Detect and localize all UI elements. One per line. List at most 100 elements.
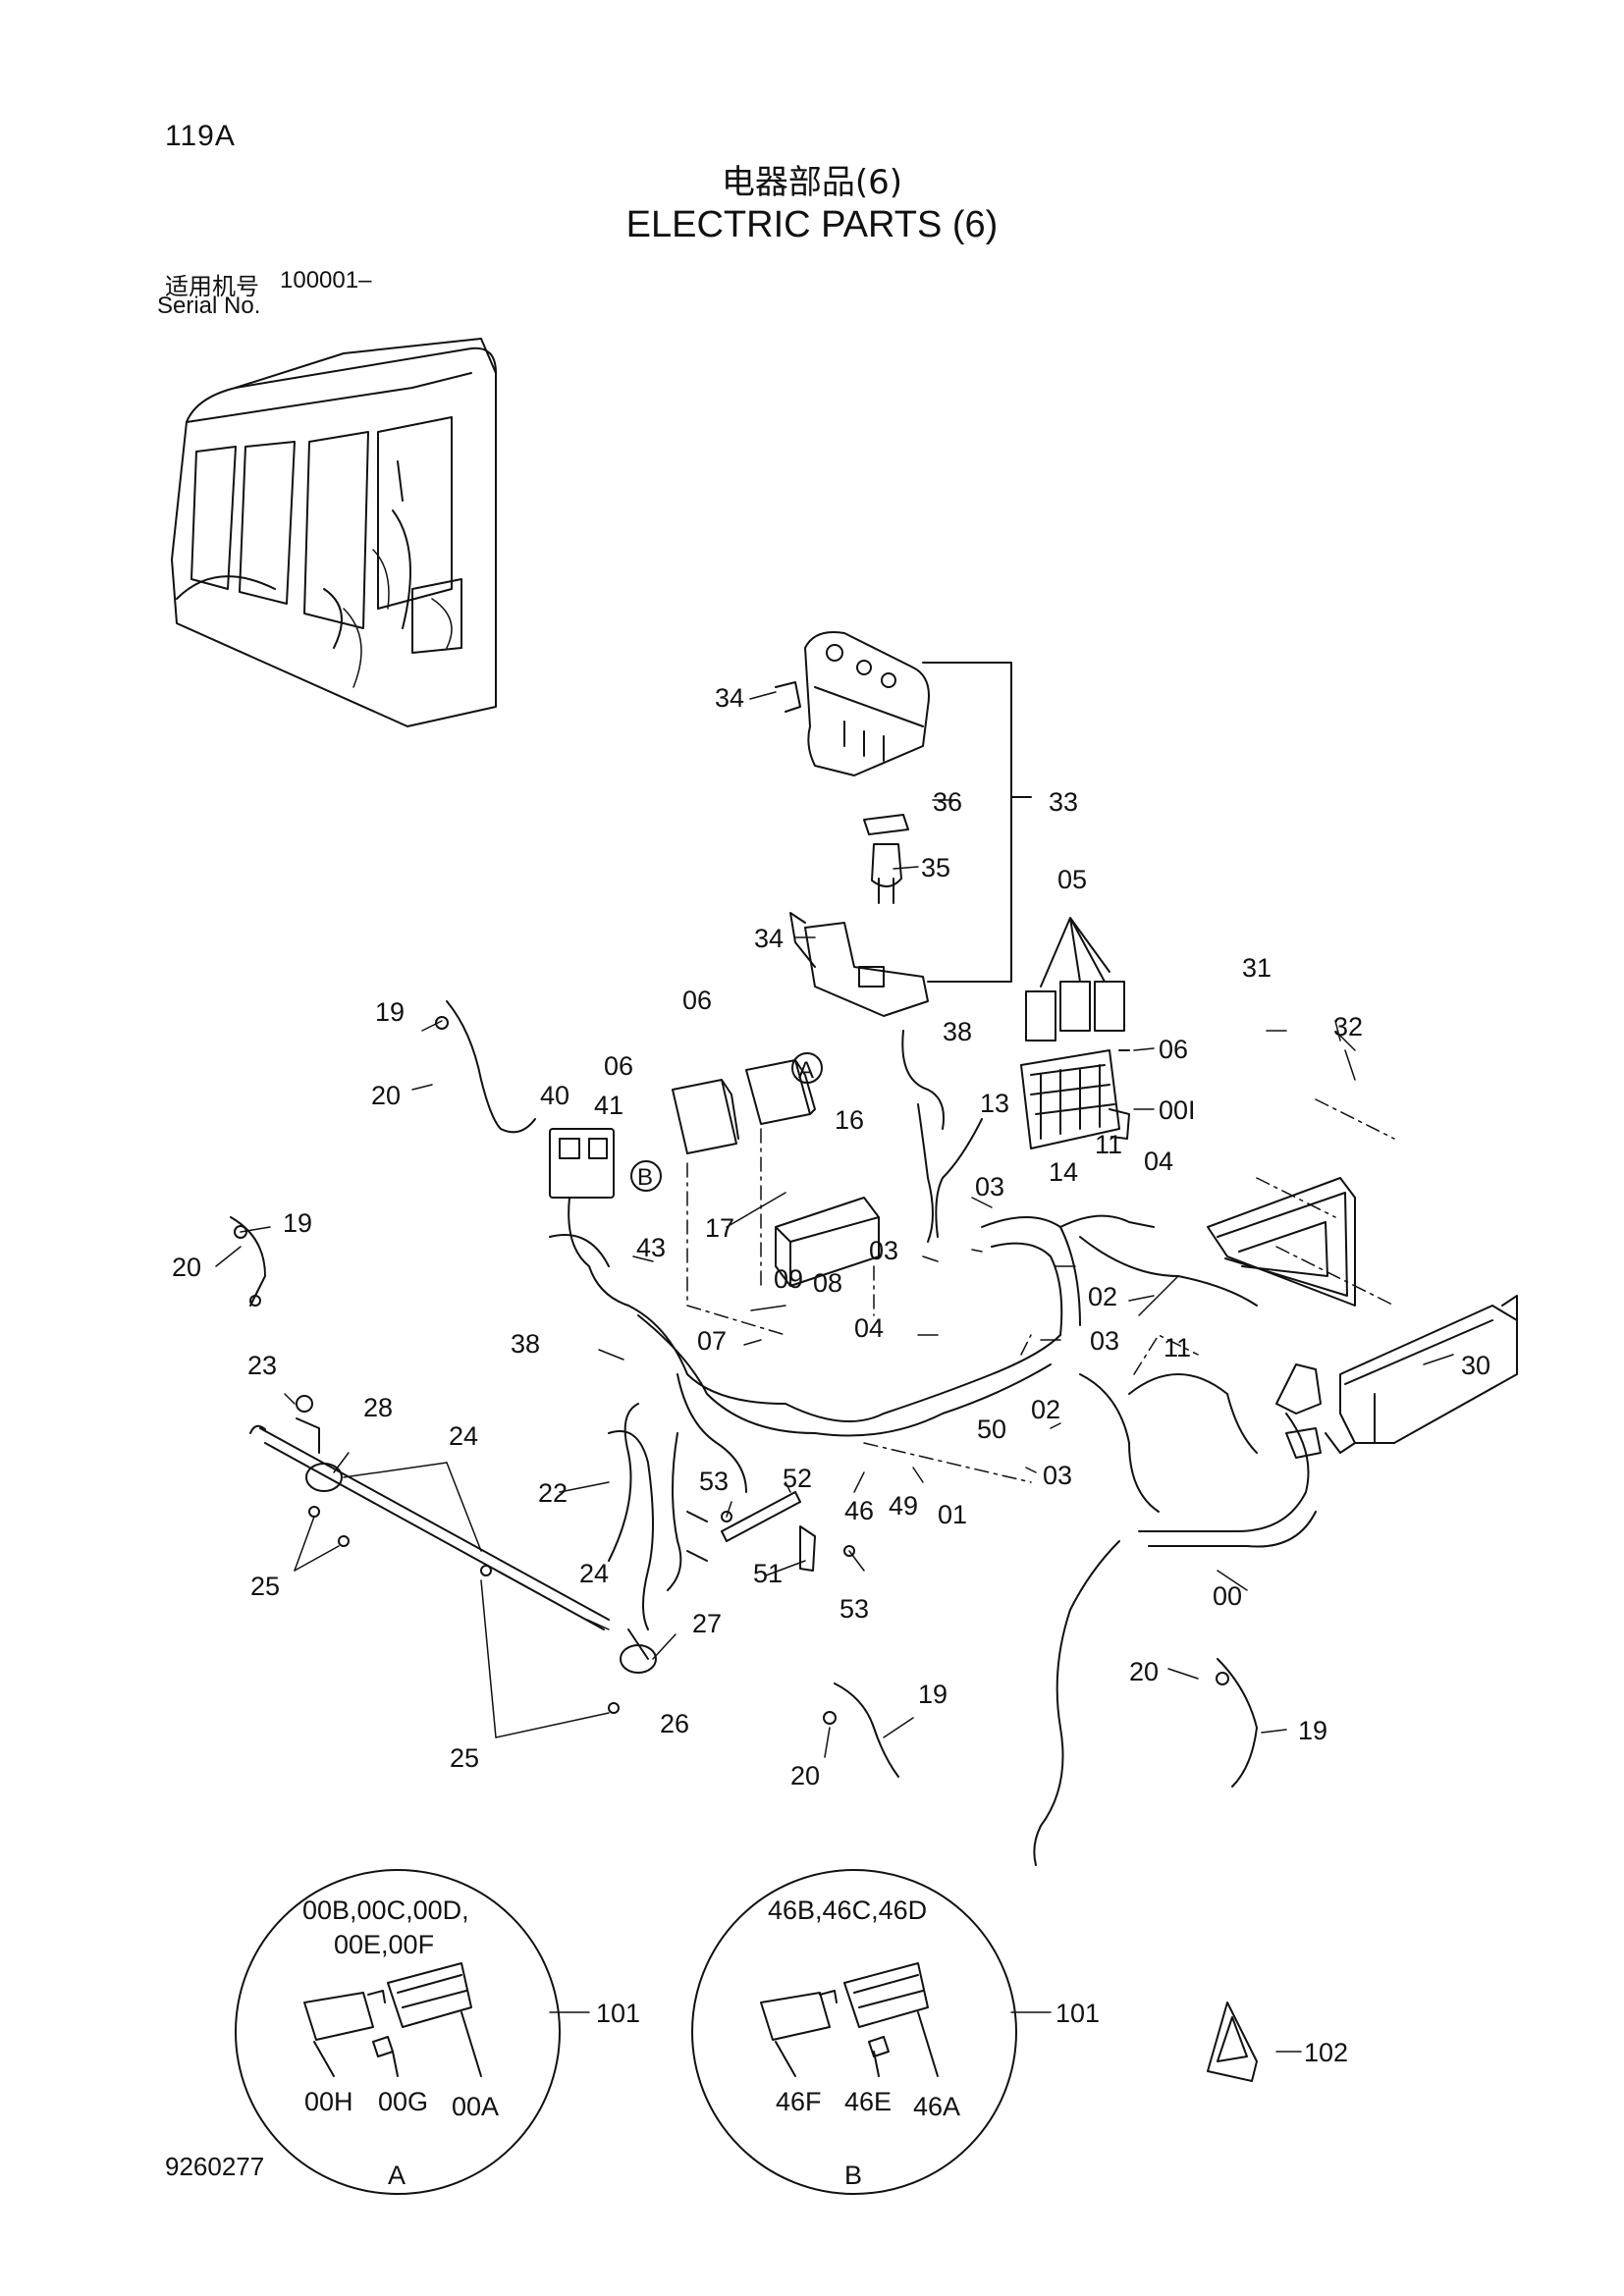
manual-booklet-icon xyxy=(1207,2002,1258,2082)
callout-02: 02 xyxy=(1088,1282,1117,1311)
drawing-number: 9260277 xyxy=(165,2152,265,2181)
callout-25: 25 xyxy=(250,1572,280,1601)
detail-b-caption: B xyxy=(844,2161,862,2190)
callout-20: 20 xyxy=(371,1081,401,1110)
monitor-assembly xyxy=(775,631,1032,1017)
serial-label-english: Serial No. xyxy=(157,293,261,319)
callout-03: 03 xyxy=(1043,1461,1072,1490)
callout-14: 14 xyxy=(1049,1157,1078,1187)
callout-24: 24 xyxy=(449,1421,478,1451)
detail-a-parts-line1: 00B,00C,00D, xyxy=(302,1896,469,1925)
callout-46: 46 xyxy=(844,1496,874,1525)
marker-a-label: A xyxy=(798,1057,814,1084)
callout-22: 22 xyxy=(538,1478,568,1508)
callout-49: 49 xyxy=(889,1491,918,1521)
callout-00: 00 xyxy=(1213,1581,1242,1611)
detail-view-b xyxy=(691,1869,1017,2195)
callout-11: 11 xyxy=(1095,1130,1122,1159)
detail-view-a xyxy=(235,1869,561,2195)
callout-03: 03 xyxy=(1090,1326,1119,1356)
callout-19: 19 xyxy=(283,1208,312,1238)
detail-a-caption: A xyxy=(388,2161,406,2190)
detail-b-part-46a: 46A xyxy=(913,2092,960,2121)
callout-26: 26 xyxy=(660,1709,689,1738)
callout-20: 20 xyxy=(790,1761,820,1790)
detail-a-part-00a: 00A xyxy=(452,2092,499,2121)
callout-06: 06 xyxy=(682,986,712,1015)
callout-27: 27 xyxy=(692,1609,722,1638)
callout-16: 16 xyxy=(835,1105,864,1135)
callout-30: 30 xyxy=(1461,1351,1490,1380)
callout-41: 41 xyxy=(594,1091,623,1120)
callout-32: 32 xyxy=(1333,1012,1363,1041)
callout-53: 53 xyxy=(839,1594,869,1624)
callout-23: 23 xyxy=(247,1351,277,1380)
detail-a-part-00h: 00H xyxy=(304,2087,353,2116)
callout-03: 03 xyxy=(869,1236,898,1265)
callout-09: 09 xyxy=(774,1264,803,1294)
wire-harness xyxy=(549,1030,1322,1866)
page-title-chinese: 电器部品(6) xyxy=(721,163,903,202)
callout-05: 05 xyxy=(1057,865,1087,894)
serial-label-chinese: 适用机号 xyxy=(165,273,259,300)
callout-34: 34 xyxy=(754,924,784,953)
callout-11: 11 xyxy=(1164,1333,1191,1362)
ground-straps xyxy=(230,1000,1258,1788)
callout-leader-lines xyxy=(215,691,1454,2053)
callout-03: 03 xyxy=(975,1172,1004,1201)
callout-102: 102 xyxy=(1304,2038,1348,2067)
page-title-english: ELECTRIC PARTS (6) xyxy=(625,204,999,245)
callout-31: 31 xyxy=(1242,953,1272,983)
detail-b-parts-line1: 46B,46C,46D xyxy=(768,1896,927,1925)
small-brackets xyxy=(721,1491,855,1572)
detail-b-part-46f: 46F xyxy=(776,2087,822,2116)
callout-51: 51 xyxy=(753,1559,783,1588)
callout-08: 08 xyxy=(813,1268,842,1298)
cab-overview-illustration xyxy=(171,338,497,727)
marker-b-circle xyxy=(630,1160,662,1192)
callout-20: 20 xyxy=(172,1253,201,1282)
serial-range: 100001– xyxy=(280,267,372,294)
callout-33: 33 xyxy=(1049,787,1078,817)
callout-38: 38 xyxy=(943,1017,972,1046)
callout-06: 06 xyxy=(604,1051,633,1081)
callout-19: 19 xyxy=(375,997,405,1027)
relay-block xyxy=(1020,917,1130,1149)
controller-unit xyxy=(1207,1020,1518,1454)
callout-17: 17 xyxy=(705,1213,734,1243)
mounting-bar xyxy=(249,1395,657,1714)
detail-a-parts-line2: 00E,00F xyxy=(334,1930,434,1959)
callout-19: 19 xyxy=(918,1680,947,1709)
callout-50: 50 xyxy=(977,1415,1006,1444)
callout-00I: 00I xyxy=(1159,1095,1196,1125)
callout-20: 20 xyxy=(1129,1657,1159,1686)
detail-b-part-46e: 46E xyxy=(844,2087,892,2116)
switch-block xyxy=(549,1128,629,1307)
callout-01: 01 xyxy=(938,1500,967,1529)
callout-38: 38 xyxy=(511,1329,540,1359)
callout-28: 28 xyxy=(363,1393,393,1422)
callout-53: 53 xyxy=(699,1467,729,1496)
callout-35: 35 xyxy=(921,853,950,882)
detail-a-part-00g: 00G xyxy=(378,2087,428,2116)
callout-34: 34 xyxy=(715,683,744,713)
callout-52: 52 xyxy=(783,1464,812,1493)
callout-25: 25 xyxy=(450,1743,479,1773)
page-reference: 119A xyxy=(165,120,236,152)
marker-a-circle xyxy=(791,1052,823,1084)
callout-06: 06 xyxy=(1159,1035,1188,1064)
component-boxes xyxy=(672,1059,880,1287)
callout-07: 07 xyxy=(697,1326,727,1356)
callout-40: 40 xyxy=(540,1081,569,1110)
callout-101: 101 xyxy=(1056,1999,1100,2028)
callout-43: 43 xyxy=(636,1233,666,1262)
assembly-leader-lines xyxy=(686,1128,1199,1483)
callout-13: 13 xyxy=(980,1089,1009,1118)
callout-24: 24 xyxy=(579,1559,609,1588)
marker-b-label: B xyxy=(637,1164,653,1191)
callout-02: 02 xyxy=(1031,1395,1060,1424)
callout-36: 36 xyxy=(933,787,962,817)
callout-04: 04 xyxy=(854,1313,884,1343)
callout-19: 19 xyxy=(1298,1716,1327,1745)
